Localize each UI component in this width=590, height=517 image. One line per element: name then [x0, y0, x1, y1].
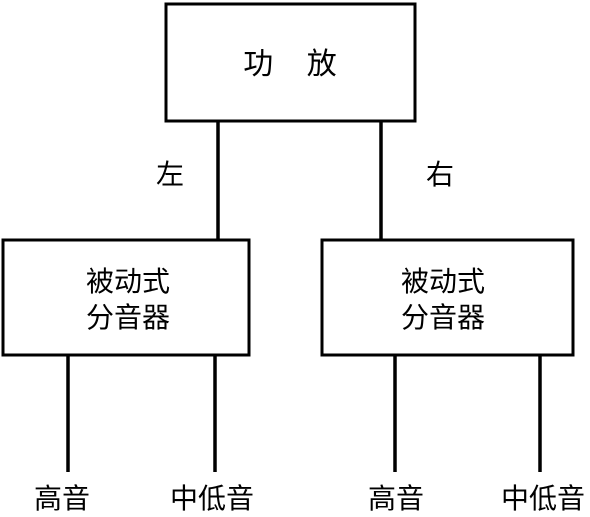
left-crossover-label-line1: 被动式 [86, 265, 170, 298]
right-crossover-box [320, 238, 575, 357]
left-midlow-label: 中低音 [170, 482, 254, 515]
left-high-label: 高音 [34, 482, 90, 515]
right-high-label: 高音 [368, 482, 424, 515]
left-crossover-box [1, 238, 251, 357]
right-midlow-label: 中低音 [501, 482, 585, 515]
right-crossover-label-line2: 分音器 [401, 301, 485, 334]
right-channel-label: 右 [426, 158, 454, 191]
left-channel-label: 左 [156, 158, 184, 191]
amplifier-box [164, 2, 417, 123]
left-crossover-label-line2: 分音器 [86, 301, 170, 334]
right-crossover-label-line1: 被动式 [401, 265, 485, 298]
amplifier-label: 功 放 [243, 47, 349, 82]
